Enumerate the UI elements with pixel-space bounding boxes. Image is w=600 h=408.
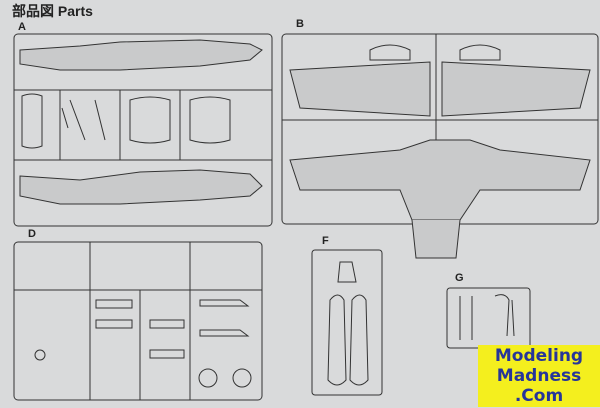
sprue-label-g: G	[455, 272, 464, 284]
sprue-g	[446, 287, 531, 349]
page-title: 部品図 Parts	[12, 3, 93, 19]
sprue-a	[13, 33, 273, 227]
modeling-madness-logo: Modeling Madness .Com	[478, 345, 600, 407]
sprue-b	[281, 33, 599, 259]
logo-line-2: Madness	[496, 366, 582, 386]
logo-line-3: .Com	[514, 386, 564, 406]
sprue-label-a: A	[18, 21, 26, 33]
logo-line-1: Modeling	[494, 346, 584, 366]
sprue-label-d: D	[28, 228, 36, 240]
sprue-f	[311, 249, 383, 396]
sprue-label-f: F	[322, 235, 329, 247]
sprue-d	[13, 241, 263, 401]
sprue-label-b: B	[296, 18, 304, 30]
